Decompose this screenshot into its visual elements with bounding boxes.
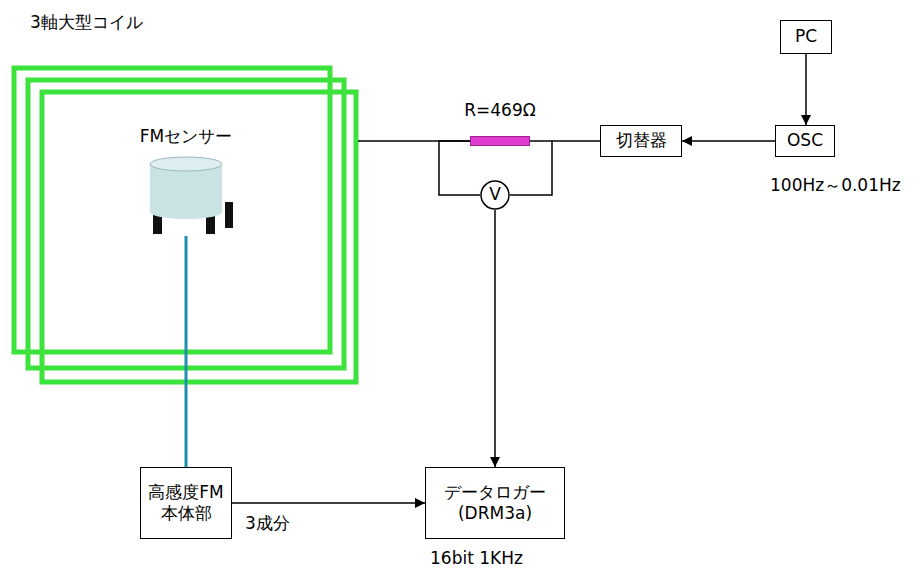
resistor-body: [470, 136, 530, 146]
magnetometer-unit-box: 高感度FM 本体部: [140, 467, 232, 539]
frequency-range-note: 100Hz～0.01Hz: [768, 174, 903, 197]
coil-frame: [42, 92, 356, 382]
voltmeter-outline: [481, 181, 509, 209]
coil-frame: 3軸大型コイル FMセンサー: [12, 8, 358, 386]
sensor-leg: [225, 202, 233, 228]
voltmeter-symbol: V: [480, 180, 510, 210]
data-logger-box: データロガー (DRM3a): [425, 467, 565, 539]
box-label: データロガー (DRM3a): [432, 482, 558, 525]
oscillator-box: OSC: [775, 125, 835, 157]
sensor-cylinder: [150, 157, 233, 234]
signal-arrow: [805, 54, 807, 125]
sensor-cable: [185, 236, 188, 467]
signal-arrow: [682, 140, 775, 142]
part-label: V: [489, 184, 501, 205]
wire: [530, 140, 600, 142]
signal-arrow: [232, 502, 425, 504]
resistor-symbol: R=469Ω: [462, 100, 538, 148]
logger-spec-note: 16bit 1KHz: [428, 548, 525, 568]
signal-arrow: [494, 210, 496, 467]
sensor-base: [150, 205, 222, 219]
switch-box: 切替器: [600, 125, 682, 157]
box-label: PC: [795, 26, 817, 47]
coil-frame: [14, 68, 330, 352]
sensor: FMセンサー: [128, 126, 244, 236]
part-label: 3軸大型コイル: [30, 12, 143, 33]
pc-box: PC: [780, 20, 832, 54]
box-label: 切替器: [616, 130, 667, 151]
sensor-top: [150, 157, 222, 171]
wire: [439, 141, 480, 195]
signal-label: 3成分: [243, 512, 292, 535]
box-label: OSC: [787, 130, 823, 151]
part-label: FMセンサー: [128, 126, 244, 147]
part-label: R=469Ω: [462, 100, 538, 121]
parallel-wire: [510, 141, 552, 195]
box-label: 高感度FM 本体部: [147, 482, 225, 525]
